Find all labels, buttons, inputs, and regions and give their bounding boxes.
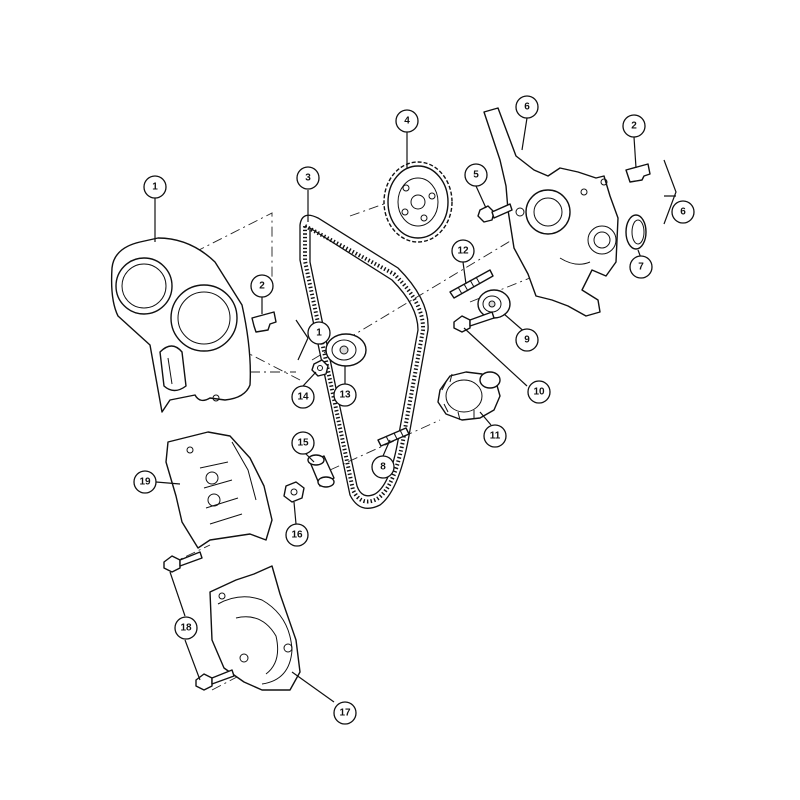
callout-5: 5 <box>464 163 488 187</box>
cover-bolt <box>477 203 513 223</box>
callout-14: 14 <box>291 385 315 409</box>
callout-1-lower: 1 <box>307 321 331 345</box>
cover-clip-right <box>625 163 651 183</box>
seal-ring <box>625 214 647 250</box>
middle-timing-cover <box>165 431 273 549</box>
svg-text:15: 15 <box>297 438 309 449</box>
cover-bolt-lower <box>195 669 235 691</box>
idler-pulley <box>477 289 511 319</box>
hex-nut <box>283 481 305 503</box>
spacer-sleeve <box>307 454 335 488</box>
lower-stud <box>377 427 410 447</box>
svg-text:16: 16 <box>291 530 303 541</box>
svg-text:6: 6 <box>680 207 686 218</box>
callout-6-top: 6 <box>515 95 539 119</box>
svg-text:18: 18 <box>180 623 192 634</box>
callout-18: 18 <box>174 616 198 640</box>
callout-13: 13 <box>333 383 357 407</box>
svg-text:7: 7 <box>638 262 644 273</box>
callout-8: 8 <box>371 455 395 479</box>
callout-10: 10 <box>527 380 551 404</box>
callout-4: 4 <box>395 109 419 133</box>
callout-16: 16 <box>285 523 309 547</box>
rear-timing-cover <box>483 107 619 317</box>
svg-text:4: 4 <box>404 116 410 127</box>
svg-text:9: 9 <box>524 335 530 346</box>
callout-9: 9 <box>515 328 539 352</box>
callout-2-left: 2 <box>250 274 274 298</box>
lower-timing-cover <box>209 565 301 691</box>
svg-text:2: 2 <box>631 121 637 132</box>
callout-11: 11 <box>483 424 507 448</box>
svg-text:1: 1 <box>316 328 322 339</box>
svg-text:11: 11 <box>490 431 501 442</box>
svg-text:3: 3 <box>305 173 311 184</box>
svg-text:12: 12 <box>457 246 469 257</box>
svg-text:19: 19 <box>139 477 151 488</box>
callout-6-right: 6 <box>671 200 695 224</box>
callouts: 1 1 2 2 3 4 5 6 6 7 8 9 10 11 12 13 14 1… <box>133 95 695 725</box>
callout-1-upper: 1 <box>143 175 167 199</box>
callout-7: 7 <box>629 255 653 279</box>
svg-text:5: 5 <box>473 170 479 181</box>
svg-text:10: 10 <box>533 387 545 398</box>
cover-clip-left <box>251 311 277 333</box>
svg-text:1: 1 <box>152 182 158 193</box>
upper-timing-cover <box>110 237 251 413</box>
cover-bolt-upper <box>163 551 203 573</box>
stud <box>449 269 494 299</box>
svg-text:17: 17 <box>339 708 351 719</box>
idler-bolt <box>453 311 495 333</box>
callout-3: 3 <box>296 166 320 190</box>
callout-17: 17 <box>333 701 357 725</box>
callout-19: 19 <box>133 470 157 494</box>
svg-text:14: 14 <box>297 392 309 403</box>
callout-15: 15 <box>291 431 315 455</box>
tensioner-pulley <box>325 333 367 367</box>
svg-text:13: 13 <box>339 390 351 401</box>
camshaft-sprocket <box>383 161 453 243</box>
svg-text:2: 2 <box>259 281 265 292</box>
callout-2-right: 2 <box>622 114 646 138</box>
water-pump <box>437 371 501 421</box>
svg-text:6: 6 <box>524 102 530 113</box>
svg-text:8: 8 <box>380 462 386 473</box>
callout-12: 12 <box>451 239 475 263</box>
